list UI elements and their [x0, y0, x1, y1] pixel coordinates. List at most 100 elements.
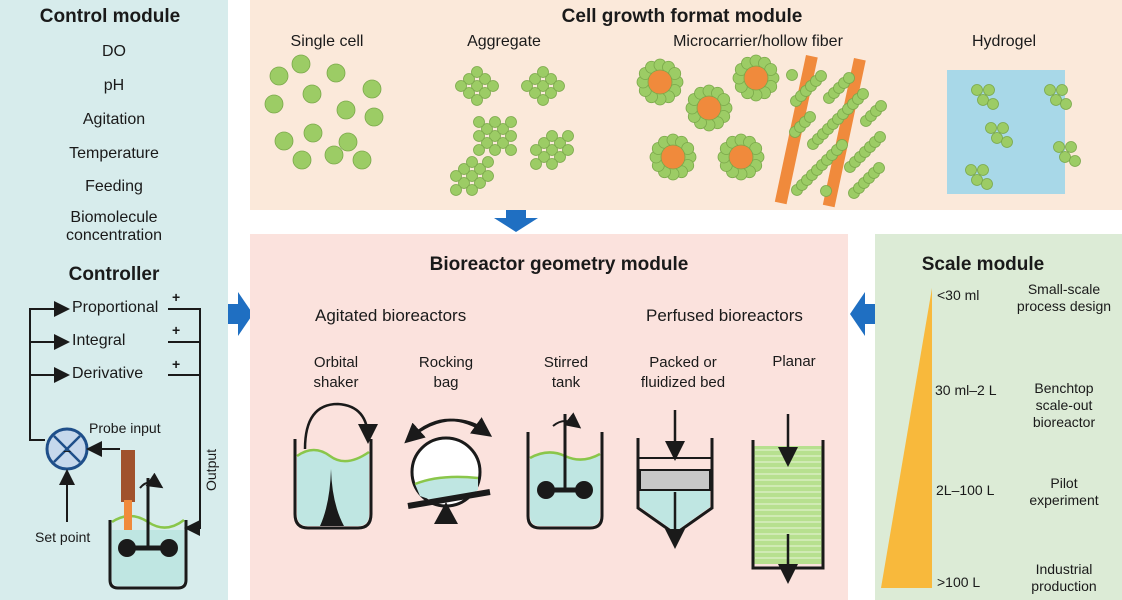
geometry-module-panel: Bioreactor geometry module Agitated bior… — [250, 234, 848, 600]
single-cell — [338, 132, 358, 152]
fiber-cell — [875, 100, 887, 112]
scale-wedge-shape — [881, 288, 932, 588]
hydrogel-cell — [1053, 141, 1065, 153]
single-cell — [291, 54, 311, 74]
single-cell — [326, 63, 346, 83]
hydrogel-cell — [965, 164, 977, 176]
growth-illustrations — [264, 54, 1081, 208]
single-cell — [364, 107, 384, 127]
packed-bed-icon — [636, 410, 714, 549]
volume-2: 30 ml–2 L — [935, 382, 997, 398]
aggregate-cell — [482, 170, 494, 182]
stirred-tank-icon — [526, 412, 604, 530]
aggregate-cell — [554, 137, 566, 149]
single-cell — [302, 84, 322, 104]
aggregate-cell — [473, 116, 485, 128]
term-integral: Integral — [72, 332, 126, 349]
hydrogel-cell — [985, 122, 997, 134]
rocking-bag-icon — [404, 417, 493, 524]
param-feeding: Feeding — [85, 178, 143, 195]
aggregate-cell — [466, 184, 478, 196]
hydrogel-cell — [983, 84, 995, 96]
hydrogel-cell — [1060, 98, 1072, 110]
hydrogel-cell — [1059, 151, 1071, 163]
aggregate-cell — [466, 170, 478, 182]
aggregate-cell — [545, 73, 557, 85]
aggregate-cell — [562, 144, 574, 156]
growth-module-title: Cell growth format module — [561, 6, 803, 27]
aggregate-cell — [521, 80, 533, 92]
type-orbital-shaker: Orbital shaker — [313, 354, 359, 391]
set-point-label: Set point — [35, 529, 91, 545]
aggregate-cell — [466, 156, 478, 168]
single-cell — [352, 150, 372, 170]
aggregate-cell — [473, 144, 485, 156]
type-stirred-tank: Stirred tank — [543, 354, 589, 391]
format-hydrogel: Hydrogel — [971, 33, 1037, 50]
aggregate-cell — [481, 137, 493, 149]
microcarrier-bead — [743, 65, 769, 91]
volume-1: <30 ml — [937, 287, 980, 303]
aggregate-cell — [505, 144, 517, 156]
fiber-cell — [820, 185, 832, 197]
aggregate-cell — [546, 130, 558, 142]
aggregate-cell — [538, 137, 550, 149]
fiber-cell — [874, 131, 886, 143]
geometry-module-title: Bioreactor geometry module — [429, 254, 689, 275]
aggregate-cell — [471, 94, 483, 106]
hydrogel-cell — [987, 98, 999, 110]
aggregate-cell — [538, 151, 550, 163]
aggregate-cell — [489, 144, 501, 156]
stage-1: Small-scale process design — [1016, 281, 1112, 314]
aggregate-cell — [553, 80, 565, 92]
control-module-panel: Control module DO pH Agitation Temperatu… — [0, 0, 228, 600]
microcarrier-bead — [728, 144, 754, 170]
hydrogel-cell — [977, 94, 989, 106]
aggregate-cell — [546, 144, 558, 156]
minus-sign: − — [63, 443, 71, 459]
format-single-cell: Single cell — [290, 33, 364, 50]
controller-title: Controller — [68, 264, 160, 285]
planar-icon — [751, 414, 825, 584]
control-module-title: Control module — [39, 6, 181, 27]
volume-3: 2L–100 L — [936, 482, 995, 498]
hydrogel-cell — [991, 132, 1003, 144]
plus-sign-3: + — [172, 356, 181, 372]
volume-4: >100 L — [937, 574, 981, 590]
growth-format-panel: Cell growth format module Single cell Ag… — [250, 0, 1122, 210]
param-biomolecule: Biomolecule concentration — [65, 209, 163, 244]
aggregate-cell — [546, 158, 558, 170]
aggregate-cell — [455, 80, 467, 92]
fiber-cell — [786, 69, 798, 81]
fiber-cell — [873, 162, 885, 174]
scale-wedge — [881, 288, 932, 588]
probe-input-label: Probe input — [89, 420, 161, 436]
aggregate-cell — [489, 116, 501, 128]
term-proportional: Proportional — [72, 299, 159, 316]
aggregate-cell — [529, 87, 541, 99]
fiber-cell — [843, 72, 855, 84]
hydrogel-cell — [971, 84, 983, 96]
single-cell — [336, 100, 356, 120]
aggregate-cell — [530, 158, 542, 170]
aggregate-cell — [505, 116, 517, 128]
aggregate-cell — [497, 137, 509, 149]
param-ph: pH — [103, 77, 125, 94]
param-temperature: Temperature — [69, 145, 159, 162]
hydrogel-cell — [1044, 84, 1056, 96]
aggregate-cell — [471, 80, 483, 92]
aggregate-cell — [554, 151, 566, 163]
single-cell — [264, 94, 284, 114]
microcarrier-bead — [696, 95, 722, 121]
aggregate-cell — [463, 73, 475, 85]
aggregate-cell — [450, 170, 462, 182]
single-cell — [274, 131, 294, 151]
perfused-heading: Perfused bioreactors — [646, 306, 803, 325]
microcarrier-bead — [660, 144, 686, 170]
aggregate-cell — [458, 177, 470, 189]
hydrogel-cell — [1001, 136, 1013, 148]
aggregate-cell — [471, 66, 483, 78]
aggregate-cell — [530, 144, 542, 156]
controller-diagram: − — [29, 301, 201, 590]
aggregate-cell — [487, 80, 499, 92]
